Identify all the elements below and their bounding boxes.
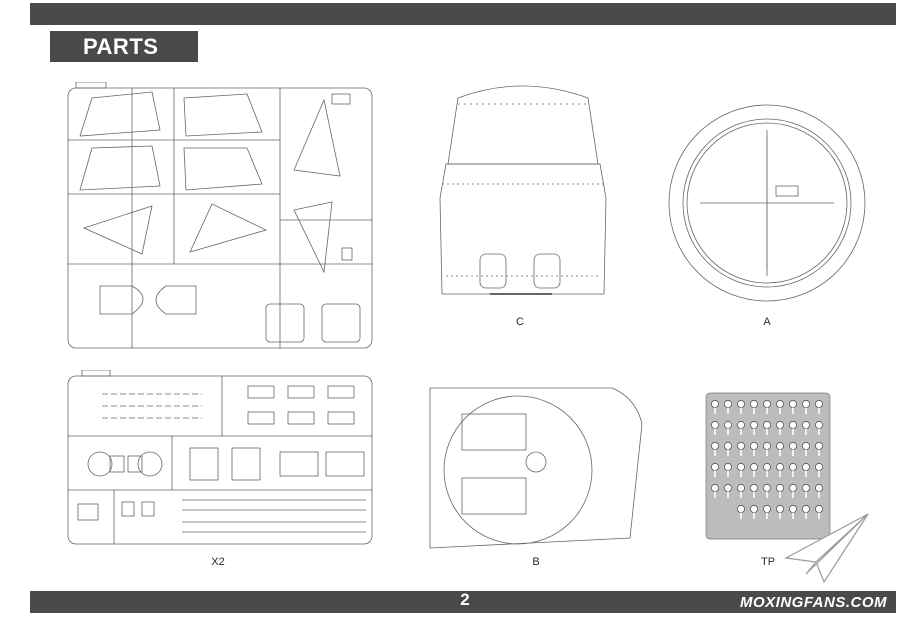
etch-part: [789, 505, 797, 519]
etch-part: [763, 505, 771, 519]
sprue-label-a: A: [763, 316, 771, 328]
sprue-a: [664, 100, 870, 306]
etch-part: [776, 505, 784, 519]
etch-part: [802, 421, 810, 435]
etch-part: [776, 442, 784, 456]
etch-part: [815, 421, 823, 435]
bottom-bar: [30, 591, 896, 613]
etch-part: [789, 400, 797, 414]
sprue-label-c: C: [516, 316, 524, 328]
etch-part: [815, 484, 823, 498]
etch-part: [711, 442, 719, 456]
etch-part: [776, 400, 784, 414]
etch-part: [802, 505, 810, 519]
sprue-c: [432, 80, 614, 302]
etch-part: [750, 442, 758, 456]
etch-part: [737, 442, 745, 456]
etch-part: [737, 421, 745, 435]
etch-part: [789, 442, 797, 456]
sprue-label-x2: X2: [211, 556, 225, 568]
etch-part: [724, 442, 732, 456]
etch-part: [711, 400, 719, 414]
etch-part: [763, 400, 771, 414]
etch-part: [711, 484, 719, 498]
etch-part: [802, 400, 810, 414]
etch-part: [802, 484, 810, 498]
etch-part: [750, 400, 758, 414]
sprue-b: [426, 384, 648, 552]
watermark: MOXINGFANS.COM: [740, 594, 888, 611]
etch-part: [763, 484, 771, 498]
etch-part: [737, 484, 745, 498]
etch-part: [711, 421, 719, 435]
etch-part: [776, 484, 784, 498]
etch-part: [802, 463, 810, 477]
sprue-label-tp: TP: [760, 556, 776, 568]
etch-part: [815, 463, 823, 477]
etch-part: [750, 463, 758, 477]
etch-part: [789, 463, 797, 477]
etch-part: [802, 442, 810, 456]
etch-part: [750, 484, 758, 498]
etch-part: [750, 421, 758, 435]
etch-part: [737, 400, 745, 414]
top-bar: [30, 3, 896, 25]
paper-plane-logo: [782, 512, 872, 591]
etch-part: [776, 463, 784, 477]
sprue-x-upper: [62, 82, 380, 354]
etch-part: [763, 463, 771, 477]
etch-part: [737, 505, 745, 519]
etch-part: [750, 505, 758, 519]
etch-part: [724, 463, 732, 477]
sprue-label-b: B: [532, 556, 540, 568]
etch-part: [815, 442, 823, 456]
etch-part: [724, 421, 732, 435]
sprue-x-lower: [62, 370, 380, 550]
etch-part: [724, 484, 732, 498]
etch-part: [789, 421, 797, 435]
etch-part: [776, 421, 784, 435]
etch-part: [737, 463, 745, 477]
page-title: PARTS: [50, 31, 198, 62]
etch-part: [789, 484, 797, 498]
etch-part: [815, 400, 823, 414]
etch-part: [763, 421, 771, 435]
sprue-tp-photo-etch: [705, 392, 831, 540]
etch-part: [815, 505, 823, 519]
etch-part: [763, 442, 771, 456]
etch-part: [724, 400, 732, 414]
etch-part: [711, 463, 719, 477]
page-number: 2: [460, 590, 470, 609]
